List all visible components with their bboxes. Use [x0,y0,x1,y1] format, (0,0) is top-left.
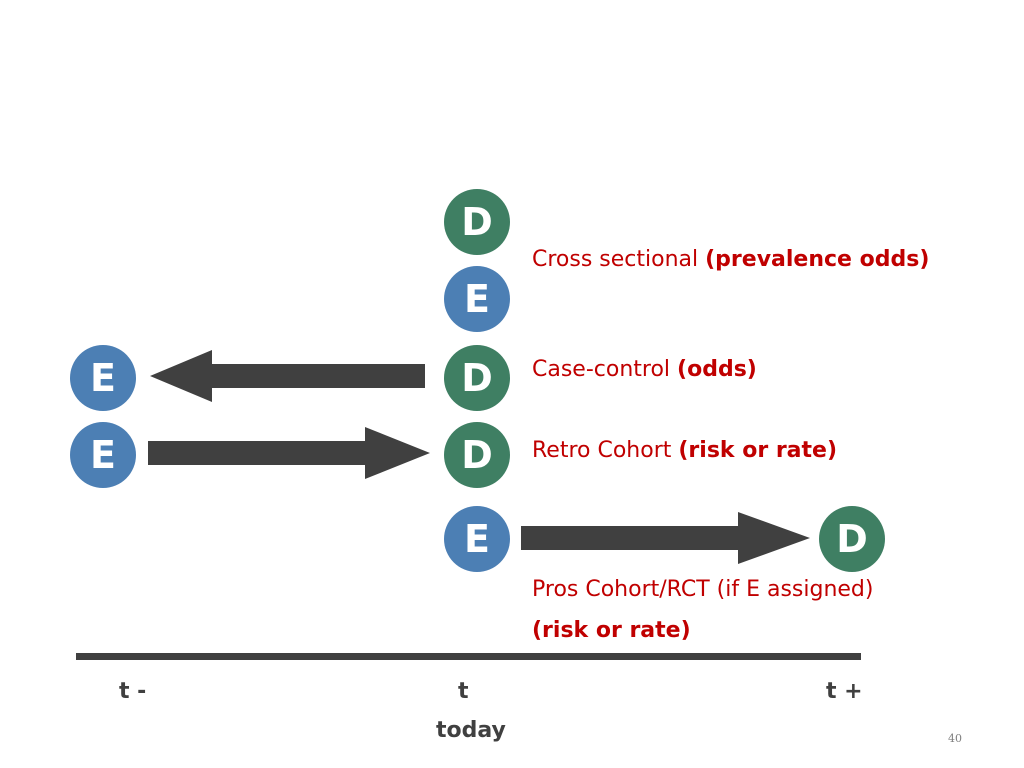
pros-cohort-label: Pros Cohort/RCT (if E assigned) [532,577,874,602]
retro-cohort-arrow [148,427,430,479]
pros-cohort-arrow [521,512,810,564]
cross-sectional-disease-node: D [444,189,510,255]
case-control-measure: (odds) [677,357,757,382]
retro-cohort-disease-node: D [444,422,510,488]
timeline-past-label: t - [119,679,147,704]
retro-cohort-label: Retro Cohort (risk or rate) [532,438,837,463]
cross-sectional-label: Cross sectional (prevalence odds) [532,247,929,272]
cross-sectional-design: Cross sectional [532,247,706,272]
pros-cohort-exposure-node: E [444,506,510,572]
timeline-present-label: t [458,679,469,704]
cross-sectional-exposure-node: E [444,266,510,332]
case-control-arrow [150,350,425,402]
case-control-exposure-node: E [70,345,136,411]
case-control-label: Case-control (odds) [532,357,757,382]
cross-sectional-measure: (prevalence odds) [705,247,930,272]
timeline-today-label: today [436,718,506,743]
pros-cohort-measure: (risk or rate) [532,618,691,643]
pros-cohort-disease-node: D [819,506,885,572]
case-control-design: Case-control [532,357,678,382]
timeline-future-label: t + [826,679,863,704]
case-control-disease-node: D [444,345,510,411]
page-number: 40 [948,732,962,745]
retro-cohort-exposure-node: E [70,422,136,488]
timeline-axis [76,653,861,660]
retro-cohort-measure: (risk or rate) [678,438,838,463]
retro-cohort-design: Retro Cohort [532,438,679,463]
